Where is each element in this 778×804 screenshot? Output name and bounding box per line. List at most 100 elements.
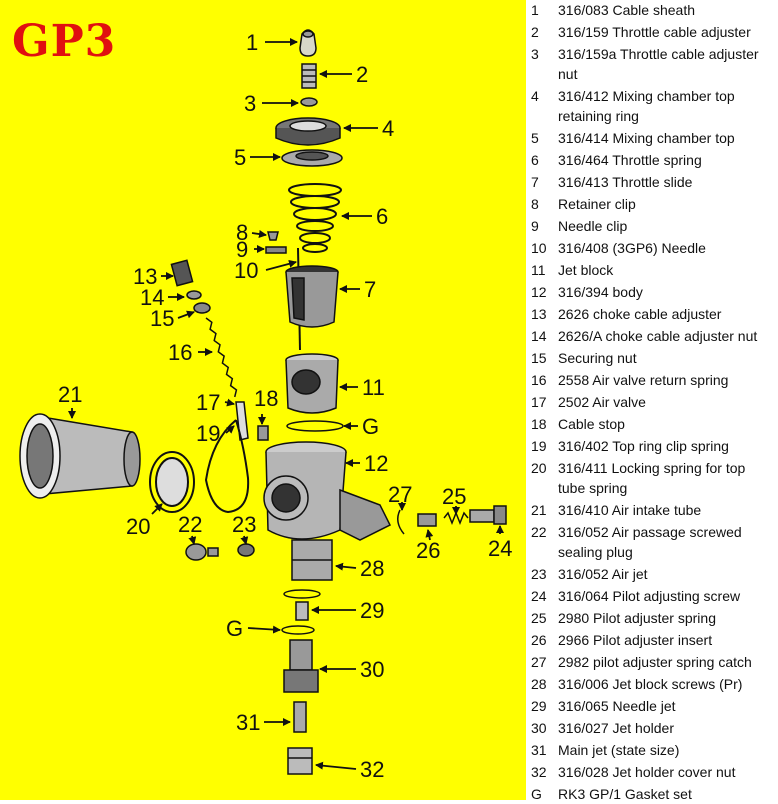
callout-30: 30: [360, 657, 384, 682]
part-body: [263, 441, 392, 581]
legend-number: 18: [531, 416, 547, 432]
part-throttle-slide: [285, 265, 339, 328]
legend-row: 22 316/052 Air passage screwed sealing pl…: [526, 522, 778, 562]
callout-23: 23: [232, 512, 256, 537]
legend-number: 6: [531, 152, 539, 168]
callout-19: 19: [196, 421, 220, 446]
legend-number: 5: [531, 130, 539, 146]
part-air-valve: [235, 401, 249, 441]
legend-row: 4 316/412 Mixing chamber top retaining ri…: [526, 86, 778, 126]
legend-number: 28: [531, 676, 547, 692]
legend-number: 13: [531, 306, 547, 322]
legend-number: 25: [531, 610, 547, 626]
part-air-valve-spring: [205, 317, 238, 398]
legend-description: Securing nut: [558, 350, 637, 366]
part-needle-clip: [265, 246, 287, 254]
part-retaining-ring: [275, 117, 341, 146]
callout-10: 10: [234, 258, 258, 283]
part-air-intake-tube: [19, 413, 141, 499]
legend-description: 316/052 Air passage screwed sealing plug: [558, 524, 742, 560]
callout-27: 27: [388, 482, 412, 507]
legend-number: 15: [531, 350, 547, 366]
callout-29: 29: [360, 598, 384, 623]
callout-26: 26: [416, 538, 440, 563]
leader-arrows: [68, 38, 504, 770]
legend-number: 7: [531, 174, 539, 190]
part-locking-spring: [149, 451, 195, 513]
callout-g-top: G: [362, 414, 379, 439]
legend-row: 24 316/064 Pilot adjusting screw: [526, 586, 778, 606]
legend-number: 17: [531, 394, 547, 410]
legend-description: 316/064 Pilot adjusting screw: [558, 588, 741, 604]
legend-description: 2626 choke cable adjuster: [558, 306, 722, 322]
legend-description: 316/159a Throttle cable adjuster nut: [558, 46, 759, 82]
legend-row: 28 316/006 Jet block screws (Pr): [526, 674, 778, 694]
callout-32: 32: [360, 757, 384, 782]
legend-number: 9: [531, 218, 539, 234]
callout-12: 12: [364, 451, 388, 476]
legend-description: 316/412 Mixing chamber top retaining rin…: [558, 88, 735, 124]
legend-number: 27: [531, 654, 547, 670]
callout-18: 18: [254, 386, 278, 411]
callout-2: 2: [356, 62, 368, 87]
legend-number: 22: [531, 524, 547, 540]
legend-row: 9 Needle clip: [526, 216, 778, 236]
legend-description: Needle clip: [558, 218, 628, 234]
diagram-title: GP3: [12, 16, 117, 67]
legend-description: 316/006 Jet block screws (Pr): [558, 676, 743, 692]
callout-25: 25: [442, 484, 466, 509]
part-cover-nut: [287, 747, 313, 775]
callout-4: 4: [382, 116, 394, 141]
legend-description: 2558 Air valve return spring: [558, 372, 729, 388]
part-air-jet: [237, 543, 255, 557]
part-choke-nut: [186, 290, 202, 300]
callout-20: 20: [126, 514, 150, 539]
legend-number: 8: [531, 196, 539, 212]
legend-number: 4: [531, 88, 539, 104]
part-throttle-cable-adjuster: [301, 63, 317, 89]
callout-11: 11: [362, 375, 385, 400]
legend-number: G: [531, 786, 542, 802]
legend-description: 316/394 body: [558, 284, 643, 300]
part-retainer-clip: [267, 231, 279, 241]
callout-g-low: G: [226, 616, 243, 641]
callout-22: 22: [178, 512, 202, 537]
callout-13: 13: [133, 264, 157, 289]
callout-15: 15: [150, 306, 174, 331]
legend-number: 12: [531, 284, 547, 300]
part-ring-clip-spring: [204, 419, 250, 514]
part-jet-block: [285, 353, 339, 414]
legend-number: 24: [531, 588, 547, 604]
part-choke-adjuster: [170, 259, 194, 287]
callout-28: 28: [360, 556, 384, 581]
legend-row: 13 2626 choke cable adjuster: [526, 304, 778, 324]
legend-number: 10: [531, 240, 547, 256]
legend-row: 17 2502 Air valve: [526, 392, 778, 412]
legend-description: 2502 Air valve: [558, 394, 646, 410]
callout-8: 8: [236, 220, 248, 245]
legend-number: 11: [531, 262, 546, 278]
callout-5: 5: [234, 145, 246, 170]
part-spring-catch: [397, 509, 405, 535]
legend-description: Main jet (state size): [558, 742, 680, 758]
legend-description: 316/402 Top ring clip spring: [558, 438, 729, 454]
callout-1: 1: [246, 30, 258, 55]
part-securing-nut: [193, 302, 211, 314]
part-throttle-spring: [288, 183, 342, 253]
part-cable-sheath: [299, 29, 317, 57]
legend-number: 14: [531, 328, 547, 344]
